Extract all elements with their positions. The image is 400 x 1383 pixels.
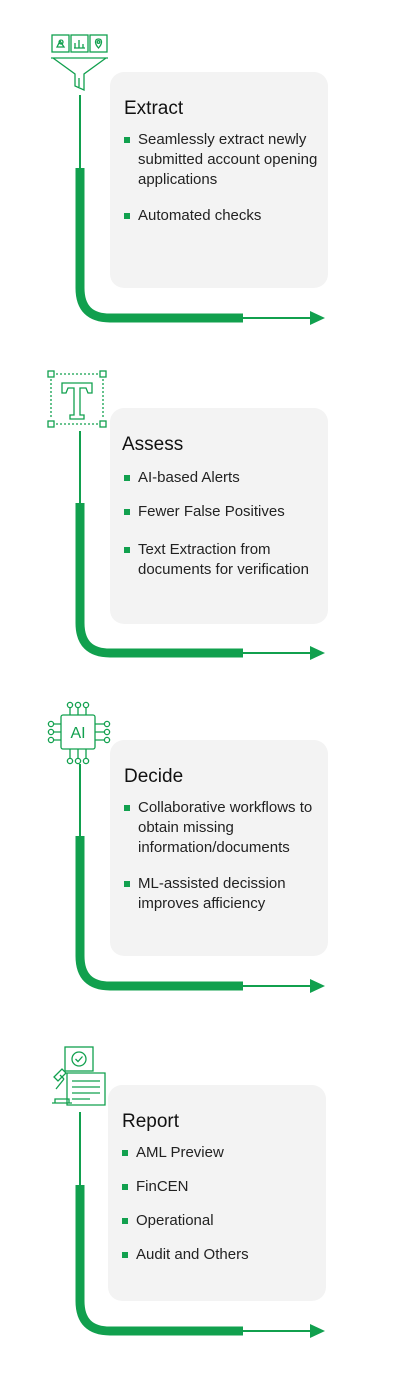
list-item: Seamlessly extract newly submitted accou… [124,130,318,190]
bullet-list: Collaborative workflows to obtain missin… [124,798,318,914]
list-item: ML-assisted decission improves afficienc… [124,874,318,914]
bullet-list: Seamlessly extract newly submitted accou… [124,130,318,226]
card-title: Report [122,1111,180,1132]
stage-report: Report AML Preview FinCEN Operational Au… [0,1015,400,1375]
flow-connector [75,764,325,993]
list-item: Audit and Others [122,1245,316,1265]
card-title: Assess [122,434,184,455]
card-title: Extract [124,98,184,119]
stage-decide: AI Decide Collaborative workflows to obt… [0,668,400,1008]
list-item: Fewer False Positives [124,502,318,522]
card-title: Decide [124,766,184,787]
card-decide: Decide Collaborative workflows to obtain… [110,740,328,956]
flow-connector [75,431,325,660]
list-item: FinCEN [122,1177,316,1197]
card-report: Report AML Preview FinCEN Operational Au… [108,1085,326,1301]
flow-connector [75,1112,325,1338]
funnel-icon [51,34,108,92]
list-item: Text Extraction from documents for verif… [124,540,318,580]
card-extract: Extract Seamlessly extract newly submitt… [110,72,328,288]
stage-assess: Assess AI-based Alerts Fewer False Posit… [0,335,400,675]
card-assess: Assess AI-based Alerts Fewer False Posit… [110,408,328,624]
list-item: Automated checks [124,206,318,226]
bullet-list: AML Preview FinCEN Operational Audit and… [122,1143,316,1265]
list-item: AML Preview [122,1143,316,1163]
ai-chip-icon: AI [47,701,111,765]
list-item: Collaborative workflows to obtain missin… [124,798,318,858]
bullet-list: AI-based Alerts Fewer False Positives Te… [124,468,318,580]
list-item: AI-based Alerts [124,468,318,488]
flow-connector [75,95,325,325]
list-item: Operational [122,1211,316,1231]
report-gavel-icon [52,1046,106,1106]
svg-text:AI: AI [70,725,85,742]
stage-extract: Extract Seamlessly extract newly submitt… [0,0,400,340]
text-frame-icon [47,370,107,428]
